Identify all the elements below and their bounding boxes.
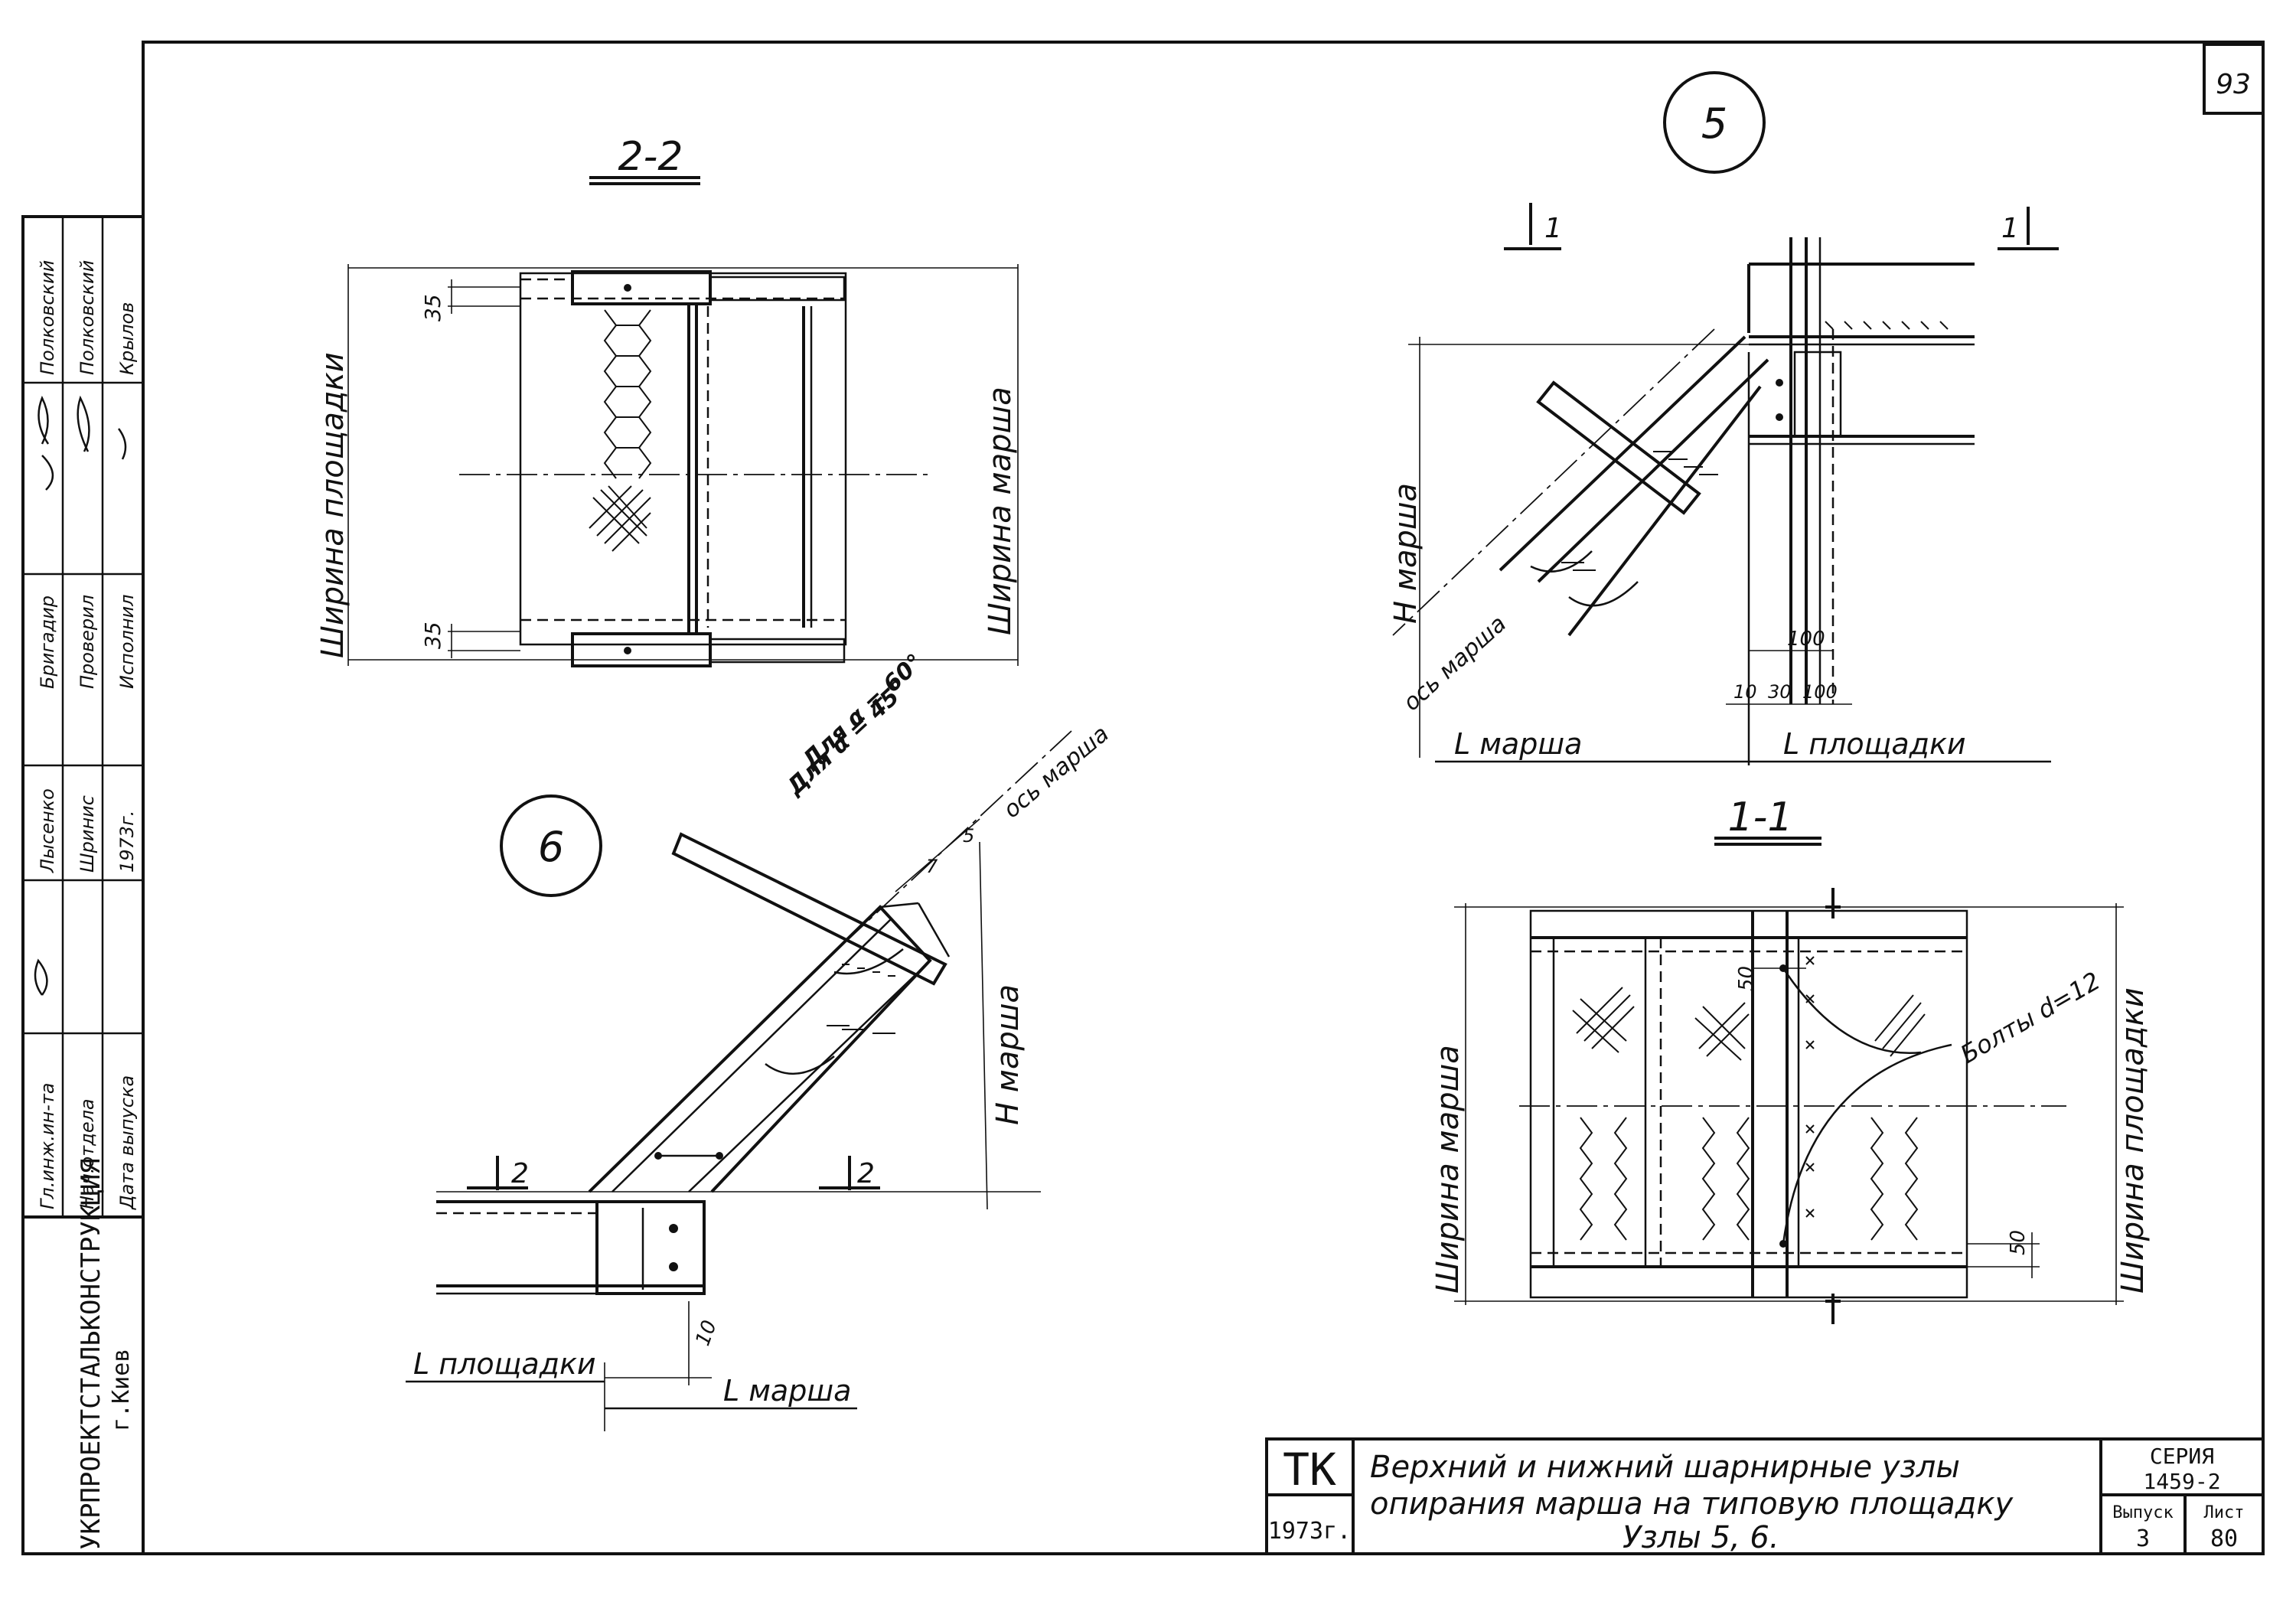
title-line-1: Верхний и нижний шарнирные узлы [1370, 1450, 1960, 1485]
role-brigadier: Бригадир [37, 595, 58, 689]
l-platform-label-6: L площадки [413, 1347, 596, 1381]
name-executed: Крылов [116, 302, 138, 375]
dim-10-node6: 10 [691, 1317, 722, 1349]
l-platform-label-5: L площадки [1783, 727, 1966, 761]
sheet-frame [142, 41, 2265, 1555]
cut-1-left: 1 [1544, 213, 1562, 244]
role-issue-date: Дата выпуска [116, 1075, 138, 1210]
issue-label: Выпуск [2112, 1503, 2173, 1522]
title-line-2: опирания марша на типовую площадку [1370, 1486, 2014, 1522]
axis-march-label-6: ось марша [999, 720, 1114, 824]
width-platform-label-1-1: Ширина площадки [2115, 987, 2151, 1294]
title-block: ТК 1973г. Верхний и нижний шарнирные узл… [1265, 1437, 2265, 1555]
section-2-2: 2-2 35 [315, 134, 1019, 667]
dim-50-bottom: 50 [2007, 1230, 2030, 1255]
dim-35-bottom: 35 [420, 622, 445, 649]
dim-100: 100 [1802, 681, 1838, 703]
section-1-1: 1-1 Болты d=12 50 [1430, 794, 2151, 1324]
title-line-3: Узлы 5, 6. [1623, 1520, 1779, 1555]
section-1-1-title: 1-1 [1728, 794, 1793, 840]
page-number-box: 93 [2203, 43, 2265, 115]
for-alpha-45-label: Для α = 45° [781, 676, 913, 801]
cut-1-right: 1 [2001, 213, 2019, 244]
role-checked: Проверил [77, 595, 98, 689]
l-march-label-5: L марша [1454, 727, 1582, 761]
sheet-value: 80 [2210, 1525, 2238, 1552]
width-platform-label-2-2: Ширина площадки [315, 352, 351, 658]
page-number: 93 [2216, 69, 2251, 100]
sheet-code: ТК [1283, 1444, 1336, 1496]
org-city: г.Киев [108, 1349, 135, 1431]
series-label: СЕРИЯ [2150, 1444, 2214, 1469]
name-chief-engineer: Лысенко [37, 788, 58, 873]
dim-35-top: 35 [420, 294, 445, 321]
series-value: 1459-2 [2143, 1469, 2220, 1494]
name-department-head: Шринис [77, 795, 98, 873]
issue-value: 3 [2136, 1525, 2150, 1552]
section-2-2-title: 2-2 [618, 134, 683, 180]
axis-march-label-5: ось марша [1398, 611, 1512, 716]
dim-7: 7 [926, 856, 938, 877]
dim-30: 30 [1768, 681, 1792, 703]
role-chief-engineer: Гл.инж.ин-та [37, 1082, 58, 1209]
node-6-number: 6 [538, 823, 564, 871]
signature-strip: Гл.инж.ин-та Нач.отдела Дата выпуска Лыс… [21, 215, 145, 1555]
node-5-number: 5 [1701, 100, 1727, 148]
cut-2-left: 2 [511, 1158, 529, 1189]
node-6: 6 2 2 ось марша Для α = 60° Для α = [406, 649, 1114, 1431]
dim-100-top: 100 [1787, 628, 1825, 651]
bolts-label: Болты d=12 [1955, 966, 2105, 1069]
issue-year: 1973г. [116, 811, 138, 873]
signature-scribble [34, 395, 127, 996]
h-march-label-5: Н марша [1388, 483, 1424, 624]
sheet-year: 1973г. [1268, 1518, 1351, 1545]
role-executed: Исполнил [116, 595, 138, 690]
dim-50-top: 50 [1735, 966, 1758, 991]
role-department-head: Нач.отдела [77, 1098, 98, 1209]
name-brigadier: Полковский [37, 260, 58, 375]
width-march-label-1-1: Ширина марша [1430, 1045, 1466, 1294]
l-march-label-6: L марша [723, 1374, 851, 1408]
node-5: 5 1 1 ось марша Н марша [1388, 71, 2059, 765]
sheet-label: Лист [2204, 1503, 2245, 1522]
cut-2-right: 2 [857, 1158, 875, 1189]
width-march-label-2-2: Ширина марша [983, 387, 1018, 635]
org-name: УКРПРОЕКТСТАЛЬКОНСТРУКЦИЯ [76, 1158, 106, 1550]
dim-10: 10 [1733, 681, 1757, 703]
h-march-label-6: Н марша [990, 984, 1026, 1125]
name-checked: Полковский [77, 260, 98, 375]
